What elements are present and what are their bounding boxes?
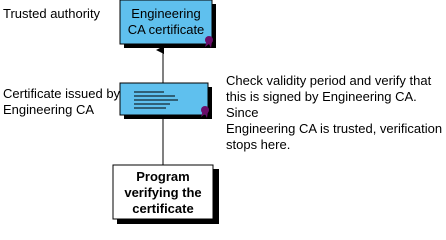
trusted-authority-label: Trusted authority — [3, 6, 101, 21]
program-line3: certificate — [132, 201, 193, 216]
seal-icon — [205, 36, 213, 48]
program-line2: verifying the — [124, 185, 201, 200]
ca-certificate-box: Engineering CA certificate — [119, 0, 216, 48]
ca-certificate-line1: Engineering — [131, 6, 200, 21]
program-box: Program verifying the certificate — [112, 164, 219, 224]
issued-certificate-box — [119, 82, 212, 119]
seal-icon — [201, 106, 209, 118]
verification-note: Check validity period and verify that th… — [226, 73, 443, 152]
issued-by-label: Certificate issued by Engineering CA — [3, 86, 121, 117]
certificate-chain-diagram: Engineering CA certificate Program verif… — [112, 0, 219, 224]
document-lines-icon — [134, 91, 178, 109]
program-line1: Program — [136, 169, 189, 184]
ca-certificate-line2: CA certificate — [128, 22, 205, 37]
